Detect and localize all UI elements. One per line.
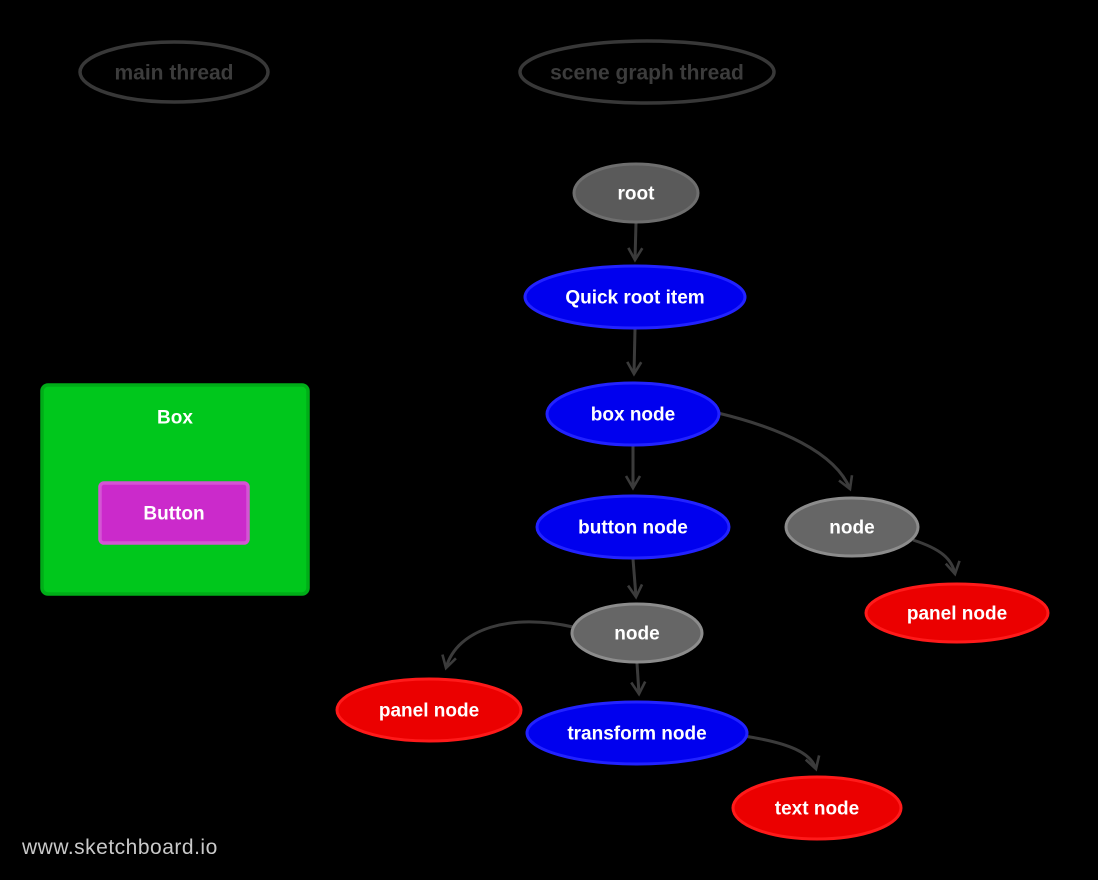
- node-panel-node-left-ellipse: [335, 677, 523, 743]
- node-transform-node-label: transform node: [567, 724, 706, 745]
- node-panel-node-right-label: panel node: [907, 604, 1007, 625]
- node-quick-root-item[interactable]: Quick root item: [523, 264, 747, 330]
- node-button-node[interactable]: button node: [535, 494, 731, 560]
- lane-scene-graph-thread-label: scene graph thread: [550, 61, 744, 84]
- node-right[interactable]: node: [784, 496, 920, 558]
- ui-button-label: Button: [143, 504, 204, 525]
- edge-node-middle-to-transform-node[interactable]: [630, 662, 647, 697]
- node-button-node-ellipse: [535, 494, 731, 560]
- node-panel-node-right[interactable]: panel node: [864, 582, 1050, 644]
- node-text-node[interactable]: text node: [731, 775, 903, 841]
- node-quick-root-item-ellipse: [523, 264, 747, 330]
- ui-button-shape[interactable]: Button: [98, 481, 250, 545]
- ui-box-label: Box: [157, 408, 193, 429]
- node-middle-ellipse: [570, 602, 704, 664]
- lane-main-thread[interactable]: main thread: [78, 40, 270, 104]
- node-panel-node-left-label: panel node: [379, 701, 479, 722]
- node-box-node-ellipse: [545, 381, 721, 447]
- node-root[interactable]: root: [572, 162, 700, 224]
- node-transform-node-ellipse: [525, 700, 749, 766]
- node-right-ellipse: [784, 496, 920, 558]
- lane-scene-graph-thread[interactable]: scene graph thread: [518, 39, 776, 105]
- node-button-node-label: button node: [578, 518, 688, 539]
- edge-node-right-to-panel-node-right[interactable]: [912, 538, 961, 577]
- node-right-label: node: [829, 518, 874, 539]
- node-box-node-label: box node: [591, 405, 675, 426]
- node-middle-label: node: [614, 624, 659, 645]
- lane-main-thread-ellipse: [78, 40, 270, 104]
- node-text-node-label: text node: [775, 799, 859, 820]
- edge-root-to-quick-root-item[interactable]: [627, 222, 644, 263]
- lane-main-thread-label: main thread: [114, 61, 233, 84]
- node-text-node-ellipse: [731, 775, 903, 841]
- node-box-node[interactable]: box node: [545, 381, 721, 447]
- edge-button-node-to-node-middle[interactable]: [627, 558, 644, 600]
- node-quick-root-item-label: Quick root item: [565, 288, 704, 309]
- node-panel-node-right-ellipse: [864, 582, 1050, 644]
- node-middle[interactable]: node: [570, 602, 704, 664]
- node-panel-node-left[interactable]: panel node: [335, 677, 523, 743]
- lane-scene-graph-thread-ellipse: [518, 39, 776, 105]
- edge-quick-root-item-to-box-node[interactable]: [626, 328, 643, 377]
- edge-transform-node-to-text-node[interactable]: [743, 734, 821, 772]
- node-root-ellipse: [572, 162, 700, 224]
- edge-box-node-to-node-right[interactable]: [717, 411, 854, 492]
- node-transform-node[interactable]: transform node: [525, 700, 749, 766]
- watermark: www.sketchboard.io: [22, 836, 218, 859]
- edge-node-middle-to-panel-node-left[interactable]: [441, 620, 574, 671]
- node-root-label: root: [618, 184, 656, 205]
- ui-button-rect: [98, 481, 250, 545]
